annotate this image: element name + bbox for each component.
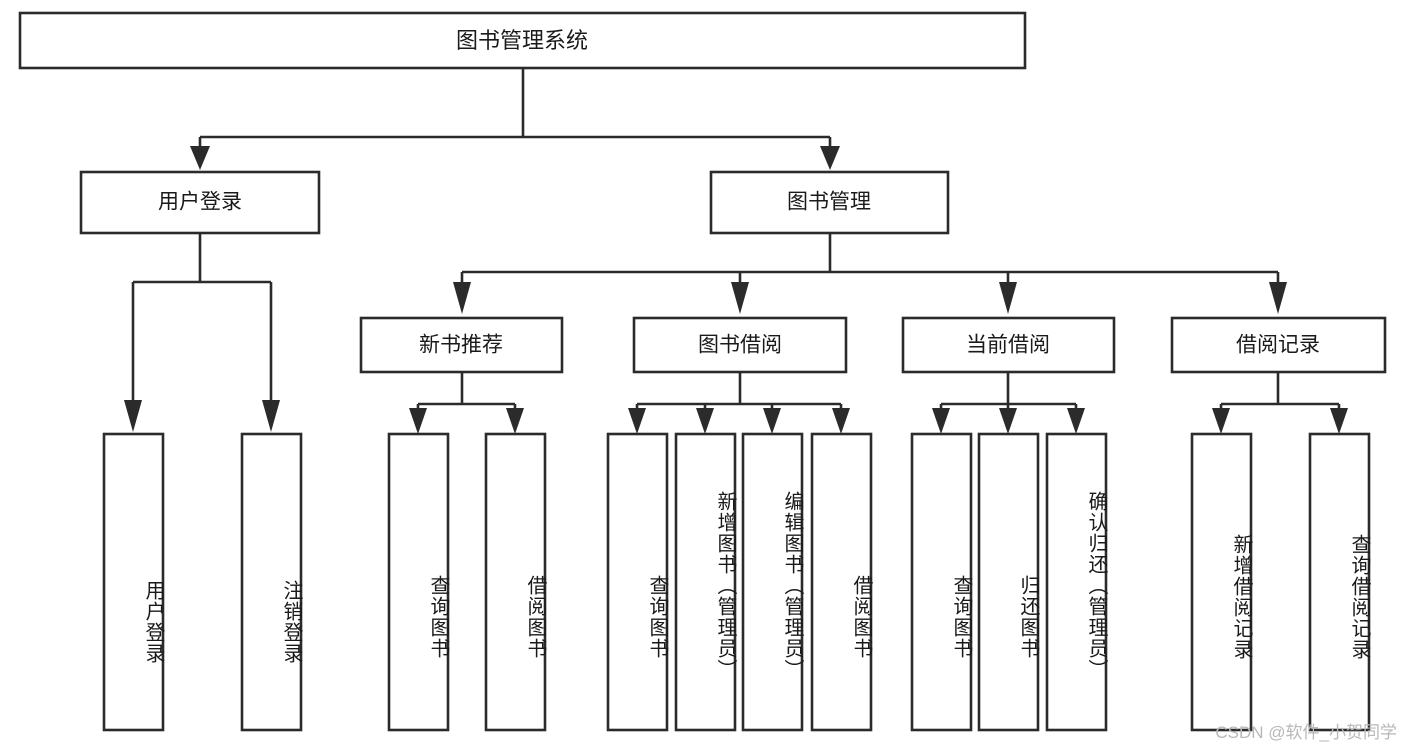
node-new-book-recommend-box[interactable] [359, 316, 564, 374]
arrow-head-br-leaf-1 [1212, 408, 1230, 434]
leaf-box-current-borrow-3[interactable] [1045, 432, 1108, 732]
arrow-head-leaf-user-login-2 [262, 400, 280, 432]
arrow-head-nb-leaf-1 [409, 408, 427, 434]
leaf-box-book-borrow-4[interactable] [810, 432, 873, 732]
connector-group-book-manage [453, 233, 1287, 314]
arrow-head-bb-leaf-1 [628, 408, 646, 434]
leaf-box-book-borrow-3[interactable] [741, 432, 804, 732]
node-book-borrow-label: 图书借阅 [698, 334, 782, 357]
arrow-head-user-login [190, 146, 210, 170]
node-book-manage-box[interactable] [709, 170, 950, 235]
node-root-system[interactable]: 图书管理系统 [18, 11, 1027, 70]
connector-group-borrow-records [1212, 372, 1348, 434]
arrow-head-current-borrow [999, 282, 1017, 314]
node-user-login[interactable]: 用户登录 [79, 170, 321, 235]
node-borrow-records[interactable]: 借阅记录 [1170, 316, 1387, 374]
node-root-box[interactable] [18, 11, 1027, 70]
connector-group-root [190, 68, 840, 170]
node-user-login-label: 用户登录 [158, 191, 242, 214]
leaf-box-new-book-2[interactable] [484, 432, 547, 732]
arrow-head-new-book [453, 282, 471, 314]
node-new-book-recommend[interactable]: 新书推荐 [359, 316, 564, 374]
leaf-box-current-borrow-1[interactable] [910, 432, 973, 732]
connector-group-new-book [409, 372, 524, 434]
node-current-borrow[interactable]: 当前借阅 [901, 316, 1116, 374]
node-borrow-records-box[interactable] [1170, 316, 1387, 374]
connector-group-current-borrow [932, 372, 1085, 434]
leaf-box-book-borrow-2[interactable] [674, 432, 737, 732]
node-book-manage-label: 图书管理 [787, 191, 871, 214]
arrow-head-borrow-records [1269, 282, 1287, 314]
node-borrow-records-label: 借阅记录 [1236, 334, 1320, 357]
node-current-borrow-label: 当前借阅 [966, 334, 1050, 357]
arrow-head-bb-leaf-4 [832, 408, 850, 434]
arrow-head-cb-leaf-3 [1067, 408, 1085, 434]
arrow-head-cb-leaf-1 [932, 408, 950, 434]
arrow-head-bb-leaf-3 [763, 408, 781, 434]
arrow-head-book-borrow [731, 282, 749, 314]
leaf-box-current-borrow-2[interactable] [977, 432, 1040, 732]
node-new-book-recommend-label: 新书推荐 [419, 334, 503, 357]
node-book-manage[interactable]: 图书管理 [709, 170, 950, 235]
node-user-login-box[interactable] [79, 170, 321, 235]
arrow-head-book-manage [820, 146, 840, 170]
leaf-box-borrow-records-2[interactable] [1308, 432, 1371, 732]
leaf-box-user-login-1[interactable] [102, 432, 165, 732]
arrow-head-br-leaf-2 [1330, 408, 1348, 434]
node-root-label: 图书管理系统 [456, 28, 588, 53]
leaf-box-new-book-1[interactable] [387, 432, 450, 732]
watermark-text: CSDN @软件_小贺同学 [1215, 723, 1397, 742]
arrow-head-bb-leaf-2 [696, 408, 714, 434]
connector-group-book-borrow [628, 372, 850, 434]
leaf-box-user-login-2[interactable] [240, 432, 303, 732]
node-current-borrow-box[interactable] [901, 316, 1116, 374]
arrow-head-nb-leaf-2 [506, 408, 524, 434]
connector-group-user-login [124, 233, 280, 432]
leaf-box-borrow-records-1[interactable] [1190, 432, 1253, 732]
arrow-head-cb-leaf-2 [999, 408, 1017, 434]
node-book-borrow-box[interactable] [632, 316, 848, 374]
leaf-box-book-borrow-1[interactable] [606, 432, 669, 732]
arrow-head-leaf-user-login-1 [124, 400, 142, 432]
node-book-borrow[interactable]: 图书借阅 [632, 316, 848, 374]
